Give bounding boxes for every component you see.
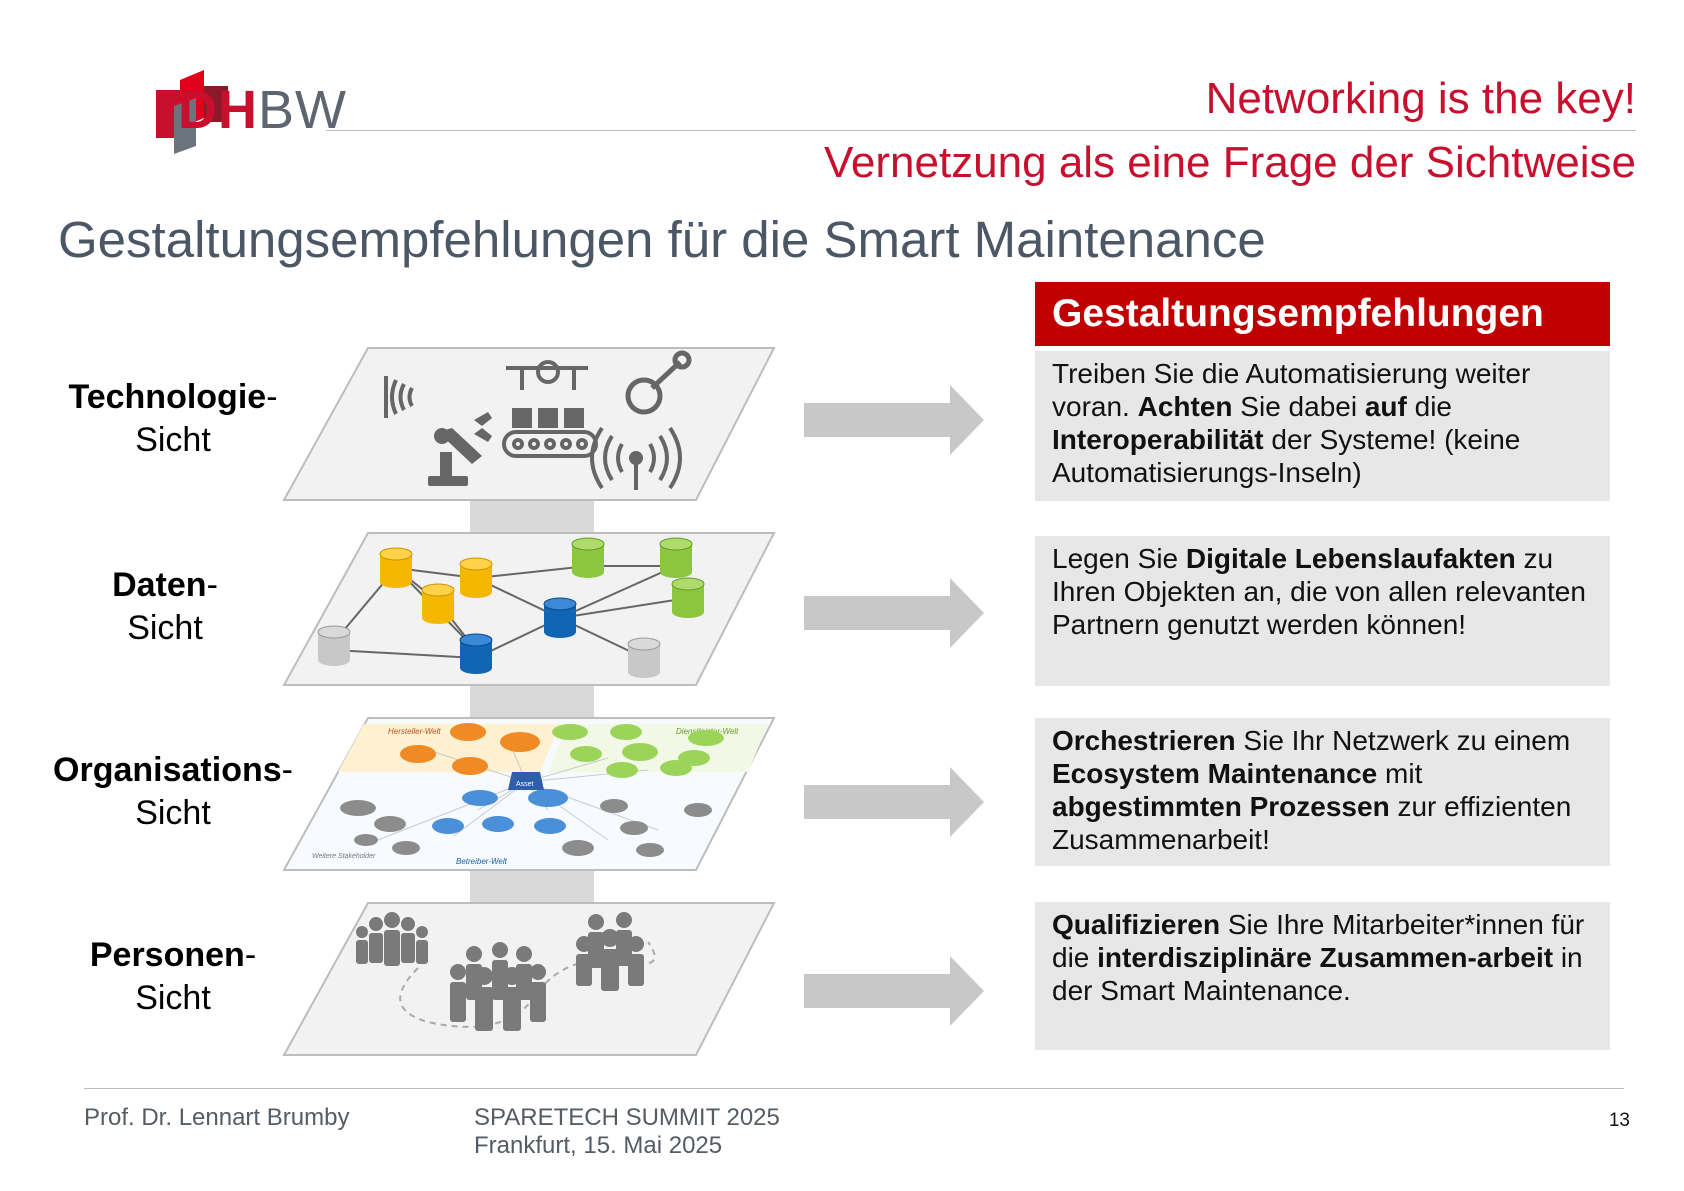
- database-icon-yellow: [459, 557, 493, 598]
- org-label-weitere: Weitere Stakeholder: [312, 853, 376, 860]
- technology-plane: [282, 347, 776, 501]
- sensor-icon: [384, 376, 414, 418]
- recommendation-text-bold: Qualifizieren: [1052, 909, 1221, 940]
- people-group-icon: [356, 912, 428, 966]
- recommendation-text: Legen Sie: [1052, 543, 1186, 574]
- view-label-bold: Organisations: [53, 751, 282, 789]
- recommendation-text-bold: Digitale Lebenslaufakten: [1185, 543, 1516, 574]
- recommendation-box: Legen Sie Digitale Lebenslaufakten zu Ih…: [1035, 536, 1610, 686]
- org-label-betreiber: Betreiber-Welt: [456, 857, 508, 866]
- database-icon-yellow: [421, 583, 455, 624]
- arrow-right-icon: [804, 956, 984, 1026]
- view-label-bold: Personen: [89, 936, 245, 974]
- logo-dh: DH: [178, 80, 258, 140]
- recommendation-text: zu Ihren Objekten an, die von allen rele…: [1052, 543, 1586, 640]
- view-label-line2: Sicht: [135, 979, 211, 1017]
- recommendation-text-bold: abgestimmten Prozessen: [1052, 791, 1390, 822]
- recommendations-header: Gestaltungsempfehlungen: [1035, 282, 1610, 346]
- header-divider: [326, 130, 1636, 131]
- recommendation-text: die: [1406, 391, 1452, 422]
- database-icon-yellow: [379, 547, 413, 588]
- dhbw-logo-mark: [156, 70, 228, 154]
- recommendation-text-bold: Orchestrieren: [1052, 725, 1236, 756]
- recommendation-text-bold: interdisziplinäre Zusammen-arbeit: [1097, 942, 1554, 973]
- recommendation-text-bold: auf: [1364, 391, 1407, 422]
- recommendation-text: Treiben Sie die Automatisierung weiter v…: [1052, 358, 1531, 422]
- org-bubbles-green: [552, 724, 724, 778]
- view-label-technology: Technologie- Sicht: [68, 378, 278, 459]
- footer-divider: [84, 1088, 1624, 1089]
- tagline: Networking is the key!: [1205, 74, 1636, 123]
- recommendation-text: zur effizienten Zusammenarbeit!: [1052, 791, 1572, 855]
- database-icons: [317, 537, 705, 678]
- recommendation-text: Sie Ihre Mitarbeiter*innen für die: [1052, 909, 1585, 973]
- view-label-line2: Sicht: [135, 421, 211, 459]
- org-bubbles-orange: [400, 723, 540, 775]
- database-icon-grey: [317, 625, 351, 666]
- recommendation-box: Treiben Sie die Automatisierung weiter v…: [1035, 351, 1610, 501]
- view-label-bold: Technologie: [68, 378, 267, 416]
- view-label-organisation: Organisations- Sicht: [53, 751, 293, 832]
- organisation-plane: Hersteller-Welt Dienstleister-Welt Betre…: [282, 717, 776, 871]
- wireless-signal-icon: [590, 426, 682, 490]
- database-icon-blue: [459, 633, 493, 674]
- arrow-right-icon: [804, 385, 984, 455]
- footer-author: Prof. Dr. Lennart Brumby: [84, 1104, 350, 1131]
- data-plane: [282, 532, 776, 686]
- recommendation-text: in der Smart Maintenance.: [1052, 942, 1583, 1006]
- recommendation-box: Qualifizieren Sie Ihre Mitarbeiter*innen…: [1035, 902, 1610, 1050]
- page-number: 13: [1608, 1110, 1630, 1131]
- people-group-icon: [450, 942, 546, 1031]
- database-icon-blue: [543, 597, 577, 638]
- view-label-line2: Sicht: [127, 609, 203, 647]
- conveyor-icon: [502, 360, 598, 458]
- arrow-right-icon: [804, 767, 984, 837]
- arrow-right-icon: [804, 578, 984, 648]
- subtitle: Vernetzung als eine Frage der Sichtweise: [823, 138, 1636, 187]
- view-label-persons: Personen- Sicht: [89, 936, 257, 1017]
- recommendation-text-bold: Ecosystem Maintenance: [1052, 758, 1378, 789]
- org-bubbles-grey: [340, 799, 712, 857]
- footer-place-date: Frankfurt, 15. Mai 2025: [474, 1132, 723, 1159]
- recommendation-box: Orchestrieren Sie Ihr Netzwerk zu einem …: [1035, 718, 1610, 866]
- robot-arm-icon: [428, 412, 492, 486]
- recommendation-text: mit: [1377, 758, 1423, 789]
- recommendation-text: der Systeme! (keine Automatisierungs-Ins…: [1052, 424, 1521, 488]
- view-label-bold: Daten: [112, 566, 207, 604]
- view-label-line2: Sicht: [135, 794, 211, 832]
- database-icon-grey: [627, 637, 661, 678]
- asset-node: Asset: [508, 772, 544, 790]
- dhbw-logo-text: DHBW: [178, 80, 347, 140]
- recommendation-text: Sie dabei: [1232, 391, 1365, 422]
- gear-wrench-icon: [625, 350, 692, 415]
- recommendation-text-bold: Interoperabilität: [1052, 424, 1264, 455]
- database-icon-green: [671, 577, 705, 618]
- people-group-icon: [576, 912, 644, 991]
- slide-title: Gestaltungsempfehlungen für die Smart Ma…: [58, 211, 1266, 268]
- org-label-asset: Asset: [516, 781, 534, 788]
- logo-bw: BW: [258, 80, 347, 140]
- persons-plane: [282, 902, 776, 1056]
- layered-views-diagram: Hersteller-Welt Dienstleister-Welt Betre…: [282, 347, 776, 1056]
- recommendation-text: Sie Ihr Netzwerk zu einem: [1235, 725, 1571, 756]
- database-icon-green: [571, 537, 605, 578]
- view-label-data: Daten- Sicht: [112, 566, 218, 647]
- footer-event: SPARETECH SUMMIT 2025: [474, 1104, 780, 1131]
- database-icon-green: [659, 537, 693, 578]
- recommendation-text-bold: Achten: [1137, 391, 1233, 422]
- org-label-hersteller: Hersteller-Welt: [388, 727, 441, 736]
- org-bubbles-blue: [432, 789, 568, 834]
